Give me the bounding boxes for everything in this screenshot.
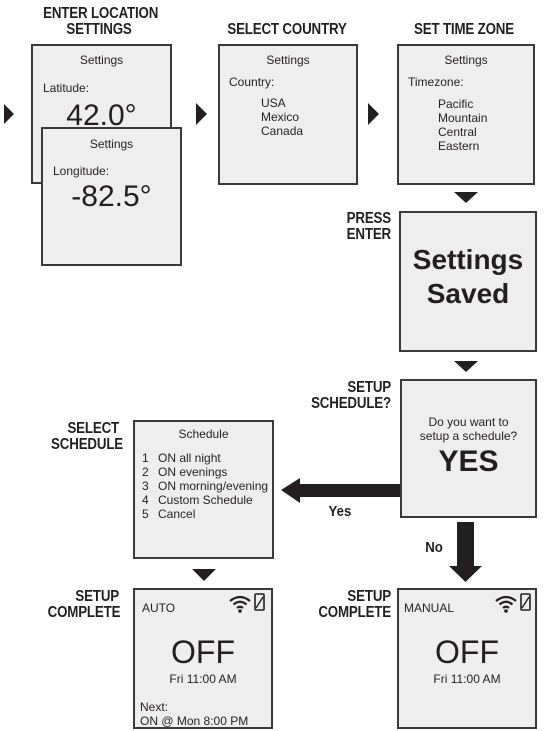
heading-line: ENTER LOCATION (43, 5, 159, 22)
schedule-item[interactable]: 4 Custom Schedule (142, 493, 268, 507)
screen-title: Settings (79, 53, 124, 67)
settings-saved-screen: Settings Saved (399, 211, 537, 352)
schedule-item[interactable]: 3 ON morning/evening (142, 479, 268, 493)
country-option[interactable]: Mexico (261, 110, 300, 124)
item-number: 3 (142, 479, 149, 493)
heading-line: SETUP (347, 379, 391, 396)
latitude-value: 42.0° (66, 99, 137, 132)
light-state: OFF (171, 634, 235, 670)
heading-line: SCHEDULE (51, 436, 124, 453)
country-option[interactable]: Canada (261, 124, 304, 138)
heading-line: ENTER (346, 226, 392, 243)
heading-setup-complete-right: SETUP COMPLETE (318, 589, 391, 621)
current-time: Fri 11:00 AM (433, 672, 501, 686)
screen-title: Schedule (178, 427, 229, 441)
auto-complete-screen: AUTO OFF Fri 11:00 AM Next: ON @ Mon 8:0… (133, 588, 273, 729)
next-label: Next: (140, 700, 169, 714)
schedule-question-screen: Do you want to setup a schedule? YES (400, 379, 537, 518)
phone-icon (520, 593, 532, 617)
heading-select-schedule: SELECT SCHEDULE (51, 420, 124, 453)
heading-setup-complete-left: SETUP COMPLETE (47, 588, 121, 621)
arrow-to-country (196, 103, 207, 125)
timezone-screen: Settings Timezone: Pacific Mountain Cent… (397, 44, 535, 185)
timezone-option[interactable]: Central (438, 125, 477, 139)
light-state: OFF (435, 634, 499, 670)
phone-icon (254, 593, 266, 617)
heading-line: SCHEDULE? (311, 395, 391, 412)
arrow-to-saved (454, 192, 478, 203)
timezone-option[interactable]: Mountain (438, 111, 488, 125)
question-line: setup a schedule? (419, 429, 518, 443)
country-screen: Settings Country: USA Mexico Canada (218, 44, 358, 185)
heading-press-enter: PRESS ENTER (330, 210, 392, 243)
longitude-value: -82.5° (71, 180, 152, 213)
timezone-option[interactable]: Eastern (438, 139, 480, 153)
current-time: Fri 11:00 AM (169, 672, 237, 686)
item-label: Custom Schedule (158, 493, 253, 507)
item-label: Cancel (158, 507, 196, 521)
arrow-into-location (4, 104, 14, 124)
mode-label: MANUAL (404, 601, 455, 615)
heading-line: SETUP (75, 588, 119, 605)
mode-label: AUTO (142, 601, 176, 615)
heading-line: SETTINGS (66, 21, 132, 38)
item-label: ON all night (158, 451, 221, 465)
country-label: Country: (229, 75, 275, 89)
heading-line: PRESS (346, 210, 392, 227)
heading-setup-schedule: SETUP SCHEDULE? (304, 380, 391, 412)
timezone-option[interactable]: Pacific (438, 97, 474, 111)
screen-title: Settings (444, 53, 488, 67)
item-number: 1 (142, 451, 149, 465)
arrow-to-question (454, 361, 478, 372)
question-text: Do you want to setup a schedule? (402, 415, 535, 443)
longitude-label: Longitude: (53, 164, 110, 178)
longitude-screen: Settings Longitude: -82.5° (41, 127, 182, 266)
item-number: 5 (142, 507, 149, 521)
item-number: 2 (142, 465, 149, 479)
arrow-to-auto (192, 569, 216, 581)
schedule-list: 1 ON all night 2 ON evenings 3 ON morning/e… (142, 451, 268, 521)
wifi-icon (495, 594, 517, 619)
next-event: Next: ON @ Mon 8:00 PM (140, 700, 248, 728)
item-label: ON morning/evening (158, 479, 269, 493)
yes-label: Yes (328, 503, 352, 520)
saved-line: Settings (412, 244, 524, 275)
question-line: Do you want to (428, 415, 509, 429)
item-label: ON evenings (158, 465, 228, 479)
next-value: ON @ Mon 8:00 PM (140, 714, 249, 728)
latitude-label: Latitude: (43, 81, 90, 95)
no-label: No (425, 539, 443, 556)
screen-title: Settings (266, 53, 310, 67)
arrow-yes-to-schedule (281, 478, 404, 503)
item-number: 4 (142, 493, 149, 507)
wifi-icon (229, 594, 251, 619)
heading-line: COMPLETE (47, 604, 121, 621)
saved-line: Saved (426, 278, 510, 309)
arrow-to-timezone (368, 103, 379, 125)
heading-line: COMPLETE (318, 604, 391, 621)
schedule-item[interactable]: 2 ON evenings (142, 465, 268, 479)
heading-set-time-zone: SET TIME ZONE (414, 21, 514, 38)
schedule-screen: Schedule 1 ON all night 2 ON evenings 3 ON … (133, 420, 274, 559)
heading-line: SETUP (347, 588, 391, 605)
yes-answer[interactable]: YES (438, 445, 499, 478)
schedule-item[interactable]: 5 Cancel (142, 507, 268, 521)
timezone-options: Pacific Mountain Central Eastern (438, 97, 487, 153)
schedule-item[interactable]: 1 ON all night (142, 451, 268, 465)
manual-complete-screen: MANUAL OFF Fri 11:00 AM (397, 588, 537, 729)
country-options: USA Mexico Canada (261, 96, 303, 138)
heading-line: SELECT (67, 420, 119, 437)
heading-select-country: SELECT COUNTRY (227, 21, 347, 38)
saved-message: Settings Saved (401, 243, 535, 311)
arrow-no-to-manual (449, 522, 482, 582)
screen-title: Settings (89, 137, 134, 151)
timezone-label: Timezone: (408, 75, 464, 89)
heading-enter-location: ENTER LOCATION SETTINGS (43, 5, 159, 38)
country-option[interactable]: USA (261, 96, 286, 110)
